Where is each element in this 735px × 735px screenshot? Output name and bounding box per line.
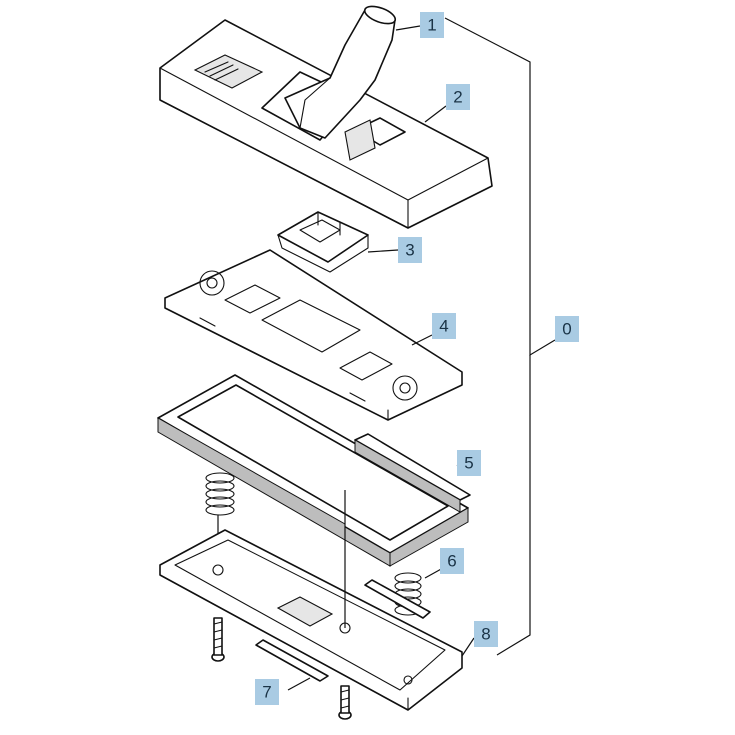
part-3-locking-clip — [277, 211, 369, 273]
part-7-slide-bar — [255, 639, 329, 682]
part-1-swivel-neck — [284, 5, 397, 139]
part-6-spring-and-clip — [364, 572, 431, 619]
callout-2-label: 2 — [453, 88, 462, 107]
callout-0-label: 0 — [562, 320, 571, 339]
part-5-brush-strip-frame — [157, 374, 471, 567]
callout-5-label: 5 — [464, 454, 473, 473]
callout-5: 5 — [457, 450, 481, 476]
leader-lines — [287, 17, 556, 691]
callout-2: 2 — [446, 84, 470, 110]
callout-0: 0 — [555, 316, 579, 342]
callout-4-label: 4 — [439, 317, 448, 336]
callout-6: 6 — [440, 548, 464, 574]
screw-left — [211, 617, 225, 662]
part-4-base-plate — [164, 249, 463, 421]
callout-1: 1 — [420, 12, 444, 38]
callout-3-label: 3 — [405, 241, 414, 260]
callout-8: 8 — [474, 621, 498, 647]
callout-1-label: 1 — [427, 16, 436, 35]
callout-3: 3 — [398, 237, 422, 263]
callout-7: 7 — [255, 679, 279, 705]
part-8-sole-plate — [159, 490, 463, 711]
callout-7-label: 7 — [262, 683, 271, 702]
callout-8-label: 8 — [481, 625, 490, 644]
callout-6-label: 6 — [447, 552, 456, 571]
screw-right — [338, 685, 352, 720]
callout-4: 4 — [432, 313, 456, 339]
